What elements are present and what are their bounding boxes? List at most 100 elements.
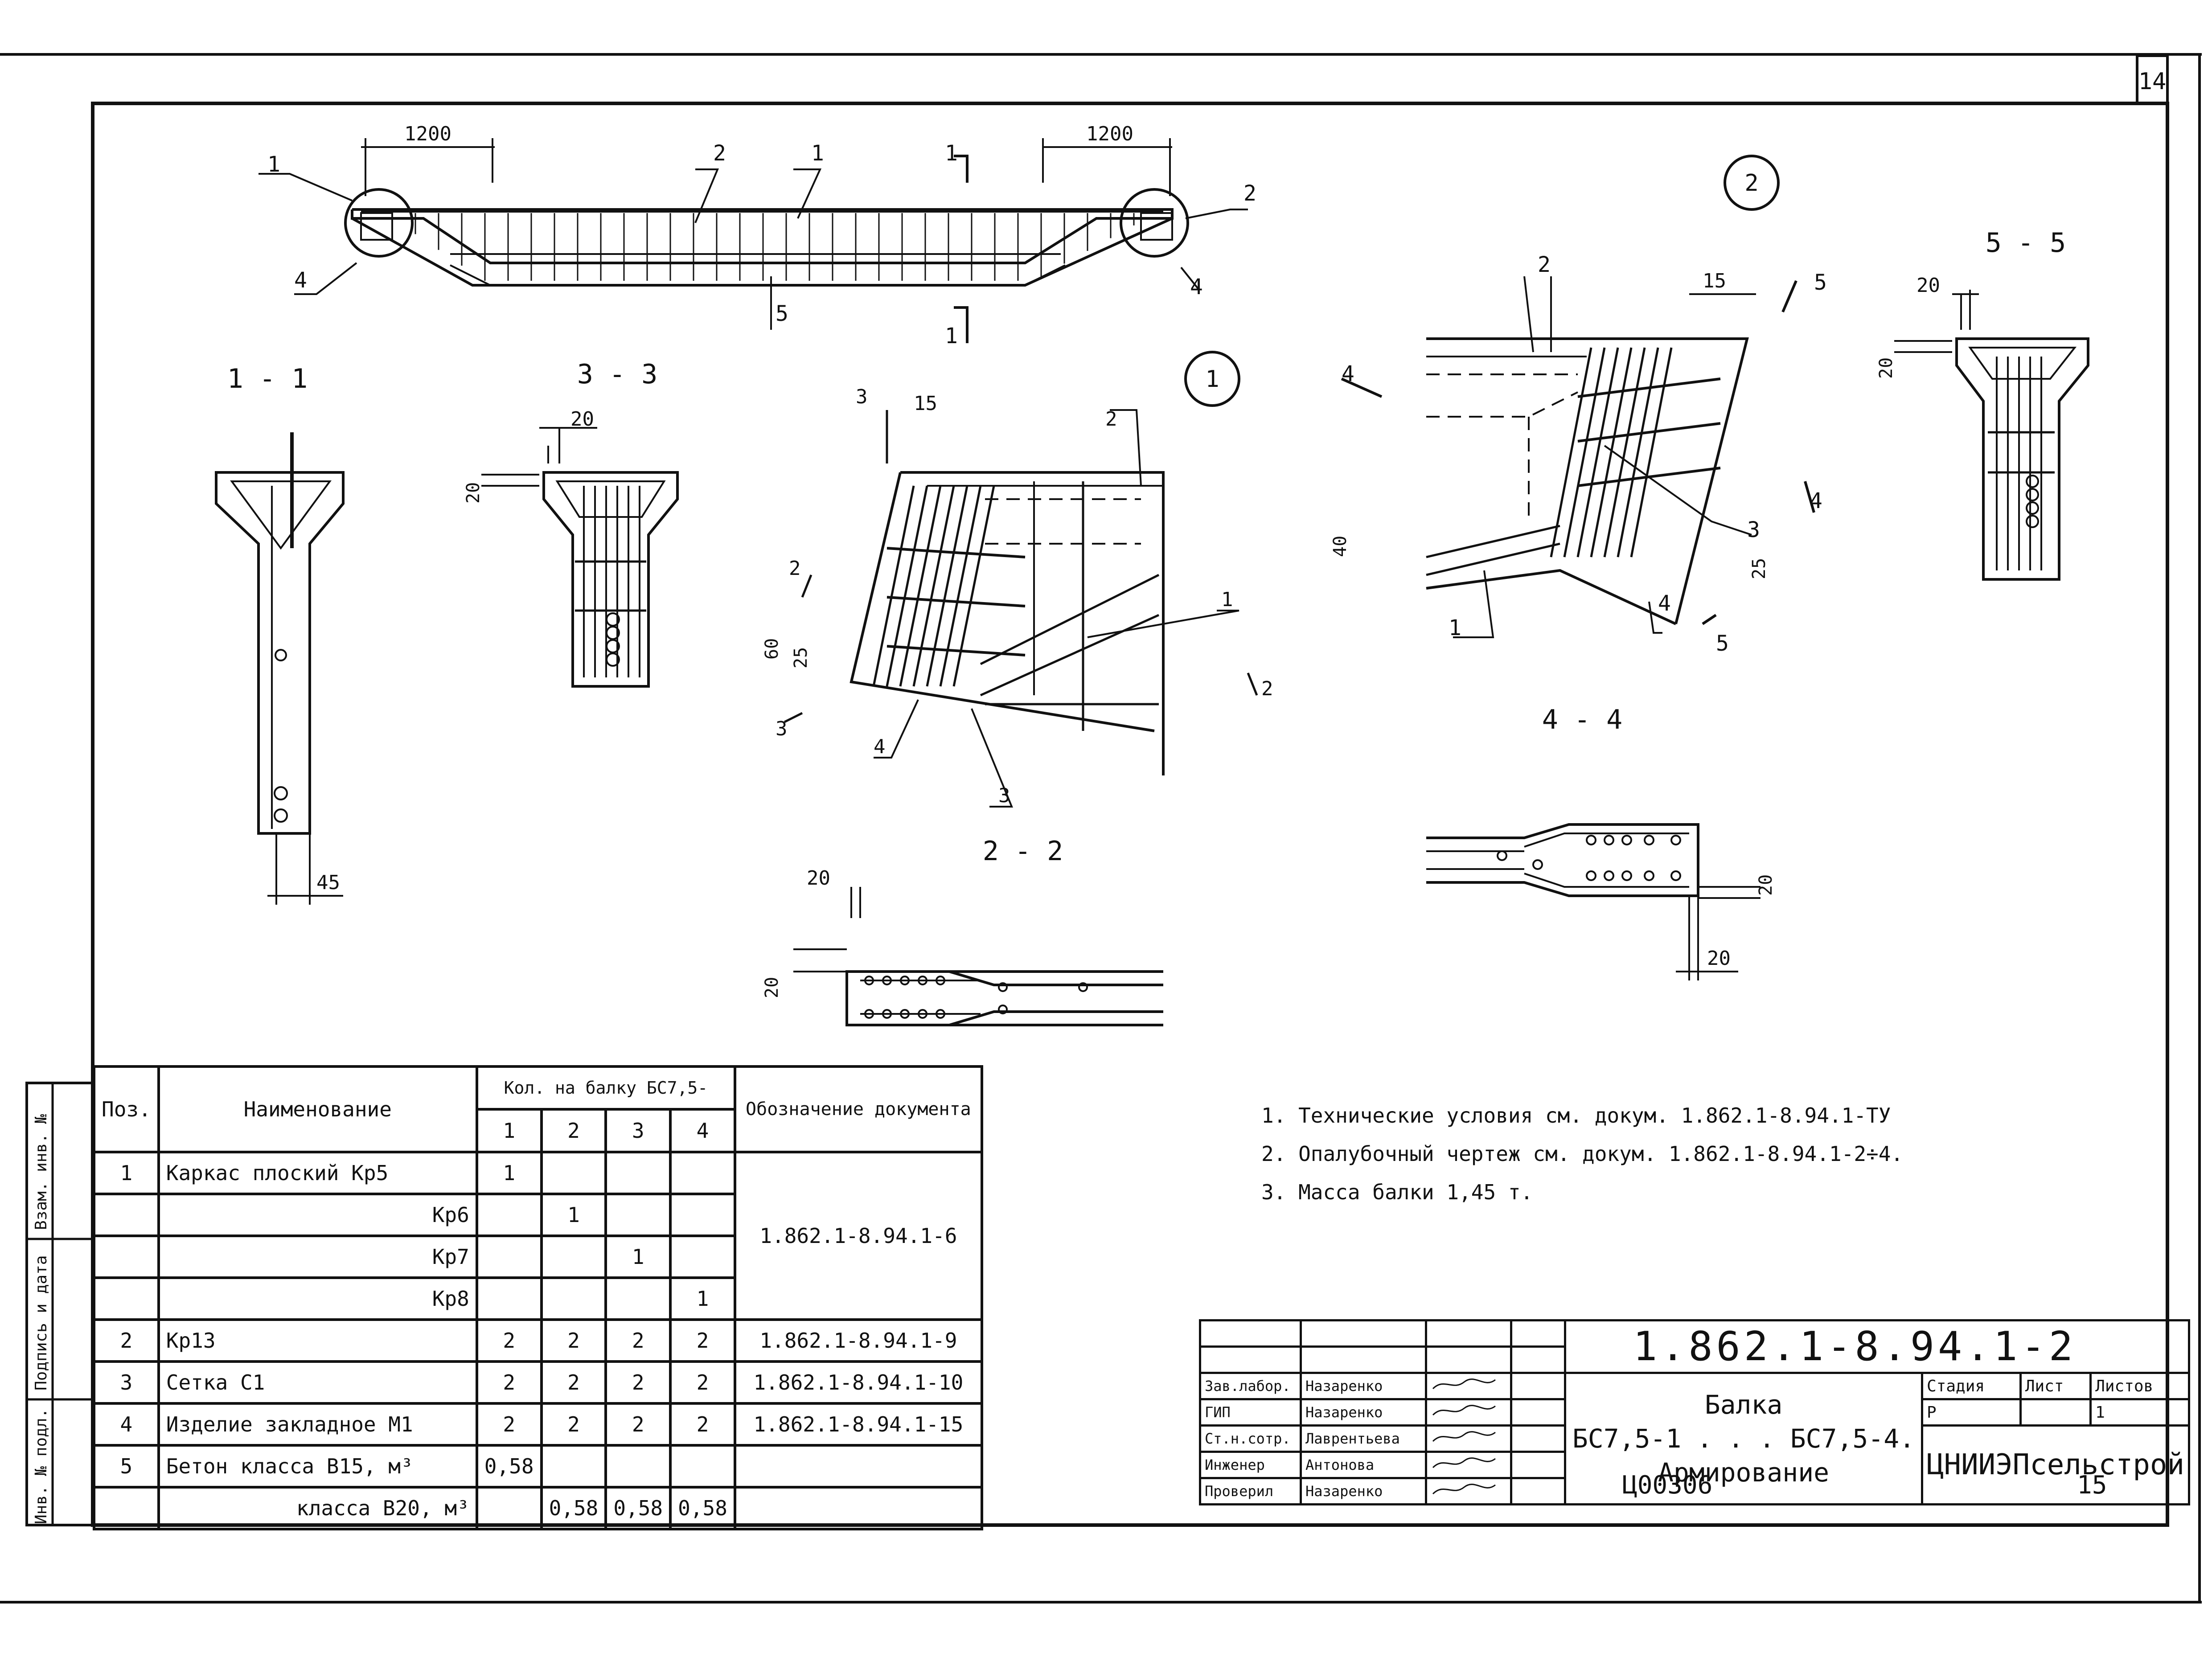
- side-stamp-label: Инв. № подл.: [32, 1408, 50, 1524]
- mesh-bar: [899, 485, 942, 687]
- node-1-mark: 2: [789, 557, 801, 580]
- elev-callout: 1: [811, 141, 824, 166]
- side-stamp-frame: [25, 1082, 94, 1526]
- node-1-mark: 2: [1261, 677, 1273, 700]
- mesh-bar: [872, 485, 915, 687]
- node-2-mark: 5: [1716, 631, 1729, 656]
- section-mark: 1: [945, 324, 958, 349]
- mesh-bar: [1590, 347, 1633, 558]
- signature-scribble: [1432, 1484, 1496, 1495]
- bom-qty: 2: [669, 1360, 736, 1405]
- rebar-dot: [918, 976, 927, 985]
- signer-role: Зав.лабор.: [1199, 1372, 1302, 1400]
- tb-header: Лист: [2019, 1372, 2092, 1400]
- bom-doc: 1.862.1-8.94.1-10: [733, 1360, 983, 1405]
- section-mark: 1: [945, 141, 958, 166]
- bom-qty: 2: [604, 1318, 672, 1363]
- rebar-dot: [918, 1009, 927, 1019]
- section-1-1: [215, 432, 345, 905]
- node-2-mark: 4: [1342, 361, 1354, 386]
- bom-qty: [475, 1234, 543, 1279]
- mesh-bar: [939, 485, 982, 687]
- rebar-dot: [1670, 835, 1681, 845]
- node-2-callout: 3: [1747, 517, 1760, 542]
- bom-qty: 2: [604, 1360, 672, 1405]
- bom-pos: [93, 1486, 160, 1530]
- bom-pos: 5: [93, 1444, 160, 1489]
- node-2-dim: 25: [1749, 558, 1769, 579]
- bom-qty: 2: [475, 1318, 543, 1363]
- bom-header-pos: Поз.: [93, 1065, 160, 1153]
- bom-qty: 2: [540, 1318, 607, 1363]
- bom-doc: [733, 1486, 983, 1530]
- signature-scribble: [1432, 1431, 1496, 1442]
- bom-doc: 1.862.1-8.94.1-9: [733, 1318, 983, 1363]
- bom-qty: 2: [669, 1402, 736, 1447]
- bom-qty: 2: [604, 1402, 672, 1447]
- rebar-dot: [936, 1009, 945, 1019]
- note-item: 1. Технические условия см. докум. 1.862.…: [1261, 1103, 1891, 1128]
- bom-qty: [604, 1151, 672, 1195]
- node-2-callout: 1: [1449, 615, 1461, 640]
- section-5-5-dim-side: 20: [1876, 357, 1896, 379]
- signer-role: Ст.н.сотр.: [1199, 1424, 1302, 1453]
- node-1-dim: 25: [791, 647, 811, 669]
- section-2-2-title: 2 - 2: [983, 836, 1063, 867]
- elev-dim-right: 1200: [1086, 123, 1133, 145]
- signature: [1425, 1398, 1512, 1427]
- section-2-2: [793, 887, 1163, 1026]
- drawing-frame: [91, 102, 2169, 1527]
- notes: 1. Технические условия см. докум. 1.862.…: [1261, 1096, 1903, 1211]
- elev-callout: 4: [1190, 275, 1203, 299]
- bom-qty-col: 4: [669, 1108, 736, 1153]
- node-1-dim: 15: [914, 392, 937, 415]
- signature: [1425, 1424, 1512, 1453]
- signer-name: Лаврентьева: [1300, 1424, 1427, 1453]
- side-stamp-label: Подпись и дата: [32, 1255, 50, 1390]
- rebar-dot: [1670, 870, 1681, 881]
- signature: [1425, 1451, 1512, 1479]
- bom-qty: 1: [475, 1151, 543, 1195]
- node-1-dim: 60: [762, 638, 782, 660]
- node-1-mark: 3: [856, 386, 868, 408]
- rebar-dot: [2026, 488, 2039, 501]
- node-1-callout: 4: [874, 735, 886, 758]
- inventory-number: Ц00306: [1622, 1471, 1713, 1500]
- bom-table: Поз. Наименование Кол. на балку БС7,5- О…: [93, 1065, 983, 1530]
- bom-name: Кр8: [157, 1276, 478, 1321]
- bom-doc: [733, 1444, 983, 1489]
- rebar-dot: [882, 976, 892, 985]
- node-2-number: 2: [1744, 170, 1758, 197]
- elev-callout: 5: [776, 301, 788, 326]
- sheet-number: 14: [2138, 68, 2167, 95]
- rebar-dot: [864, 1009, 874, 1019]
- bom-qty: 2: [475, 1360, 543, 1405]
- bom-qty: [669, 1234, 736, 1279]
- section-4-4-dim-bottom: 20: [1707, 947, 1731, 970]
- node-2-detail: [1341, 155, 1815, 638]
- signer-name: Назаренко: [1300, 1372, 1427, 1400]
- signer-role: ГИП: [1199, 1398, 1302, 1427]
- rebar-dot: [1532, 859, 1543, 870]
- elev-dim-left: 1200: [404, 123, 451, 145]
- section-1-1-dim: 45: [316, 871, 340, 894]
- bom-qty: 2: [669, 1318, 736, 1363]
- node-1-number: 1: [1205, 366, 1219, 393]
- bom-doc: 1.862.1-8.94.1-15: [733, 1402, 983, 1447]
- bom-qty-col: 1: [475, 1108, 543, 1153]
- bom-qty: [604, 1444, 672, 1489]
- bom-name: Изделие закладное М1: [157, 1402, 478, 1447]
- bom-qty: [604, 1193, 672, 1237]
- elev-callout: 4: [294, 268, 307, 293]
- note-item: 2. Опалубочный чертеж см. докум. 1.862.1…: [1261, 1142, 1904, 1166]
- rebar-dot: [1078, 982, 1088, 992]
